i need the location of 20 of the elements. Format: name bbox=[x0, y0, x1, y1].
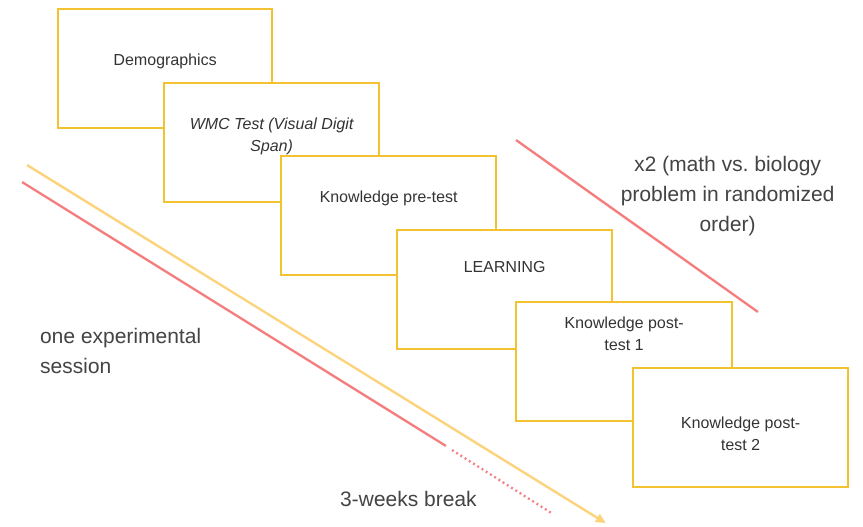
repeat-note: x2 (math vs. biology problem in randomized order) bbox=[620, 152, 836, 238]
break-label: 3-weeks break bbox=[340, 487, 478, 513]
step-label: Knowledge post-test 1 bbox=[563, 314, 685, 356]
step-box bbox=[515, 301, 733, 367]
step-box bbox=[632, 367, 849, 488]
step-box bbox=[163, 82, 380, 155]
step-label: WMC Test (Visual Digit Span) bbox=[188, 115, 355, 157]
step-box bbox=[396, 229, 613, 301]
step-box bbox=[57, 82, 163, 129]
step-box bbox=[280, 155, 497, 229]
step-label: LEARNING bbox=[462, 258, 546, 278]
step-box bbox=[163, 155, 280, 203]
step-label: Demographics bbox=[112, 51, 218, 71]
step-box bbox=[515, 367, 632, 422]
step-box bbox=[57, 8, 273, 82]
step-label: Knowledge post-test 2 bbox=[680, 414, 802, 456]
step-box bbox=[396, 301, 515, 350]
session-label: one experimental session bbox=[40, 324, 202, 380]
step-label: Knowledge pre-test bbox=[318, 188, 458, 208]
step-box bbox=[280, 229, 396, 276]
